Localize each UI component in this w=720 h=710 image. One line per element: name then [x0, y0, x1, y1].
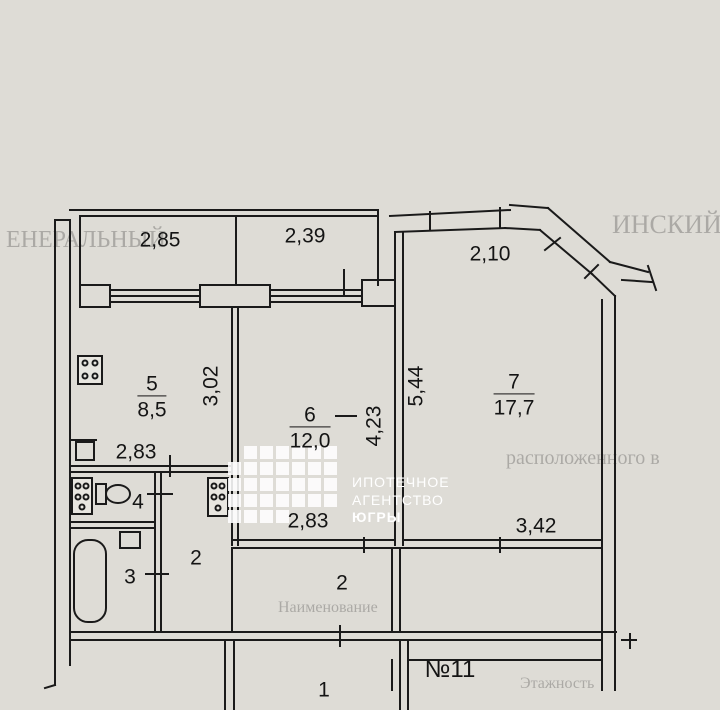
toilet-icon [105, 484, 131, 504]
background-text: ЕНЕРАЛЬНЫЙ [6, 227, 166, 253]
room-label-6: 6 12,0 [289, 403, 331, 453]
watermark-line: АГЕНТСТВО [352, 491, 444, 508]
room-label-5: 5 8,5 [137, 372, 167, 422]
watermark-text: ИПОТЕЧНОЕ АГЕНТСТВО ЮГРЫ [352, 474, 450, 527]
dimension-label: 4,23 [362, 405, 386, 447]
outer-wall [503, 226, 542, 232]
dimension-label: 3,42 [515, 514, 557, 538]
dimension-label: 5,44 [404, 365, 428, 407]
outer-wall [388, 208, 512, 218]
room-area: 12,0 [289, 426, 331, 453]
room-mark: 1 [318, 678, 330, 702]
outer-wall [538, 228, 594, 276]
stove-icon [77, 355, 103, 385]
apartment-number: №11 [424, 656, 476, 683]
break-mark [646, 264, 658, 292]
watermark-line: ИПОТЕЧНОЕ [352, 474, 450, 490]
dimension-label: 2,10 [469, 242, 511, 266]
outer-wall [620, 278, 654, 284]
dimension-label: 2,39 [284, 224, 326, 248]
room-mark: 2 [190, 546, 202, 570]
bathtub-icon [73, 539, 107, 623]
watermark-logo [228, 446, 337, 523]
background-text: ИНСКИЙ [612, 210, 720, 239]
dimension-label: 3,02 [199, 365, 223, 407]
outer-wall [590, 272, 617, 298]
washbasin-icon [71, 477, 93, 515]
background-text: Этажность [520, 675, 595, 692]
window [583, 263, 600, 280]
bath-sink-icon [119, 531, 141, 549]
outer-wall [393, 226, 507, 234]
wall-segment [79, 284, 111, 308]
window [543, 236, 562, 252]
background-text: Наименование [278, 599, 378, 616]
dimension-label: 2,85 [139, 228, 181, 252]
room-mark: 4 [132, 490, 144, 514]
room-number: 7 [508, 370, 520, 394]
background-text: расположенного в [506, 447, 660, 469]
room-label-7: 7 17,7 [493, 370, 535, 420]
sink-icon [75, 441, 95, 461]
room-mark: 3 [124, 565, 136, 589]
room-number: 5 [146, 372, 158, 396]
outer-wall [43, 683, 57, 690]
room-mark: 2 [336, 571, 348, 595]
wall-segment [199, 284, 271, 308]
dimension-label: 2,83 [287, 509, 329, 533]
watermark-line: ЮГРЫ [352, 509, 402, 525]
room-area: 8,5 [137, 395, 167, 422]
outer-wall [508, 203, 550, 210]
outer-wall [546, 206, 612, 264]
toilet-tank-icon [95, 483, 107, 505]
room-number: 6 [304, 403, 316, 427]
dimension-label: 2,83 [115, 440, 157, 464]
outer-wall [608, 260, 650, 274]
room-area: 17,7 [493, 393, 535, 420]
